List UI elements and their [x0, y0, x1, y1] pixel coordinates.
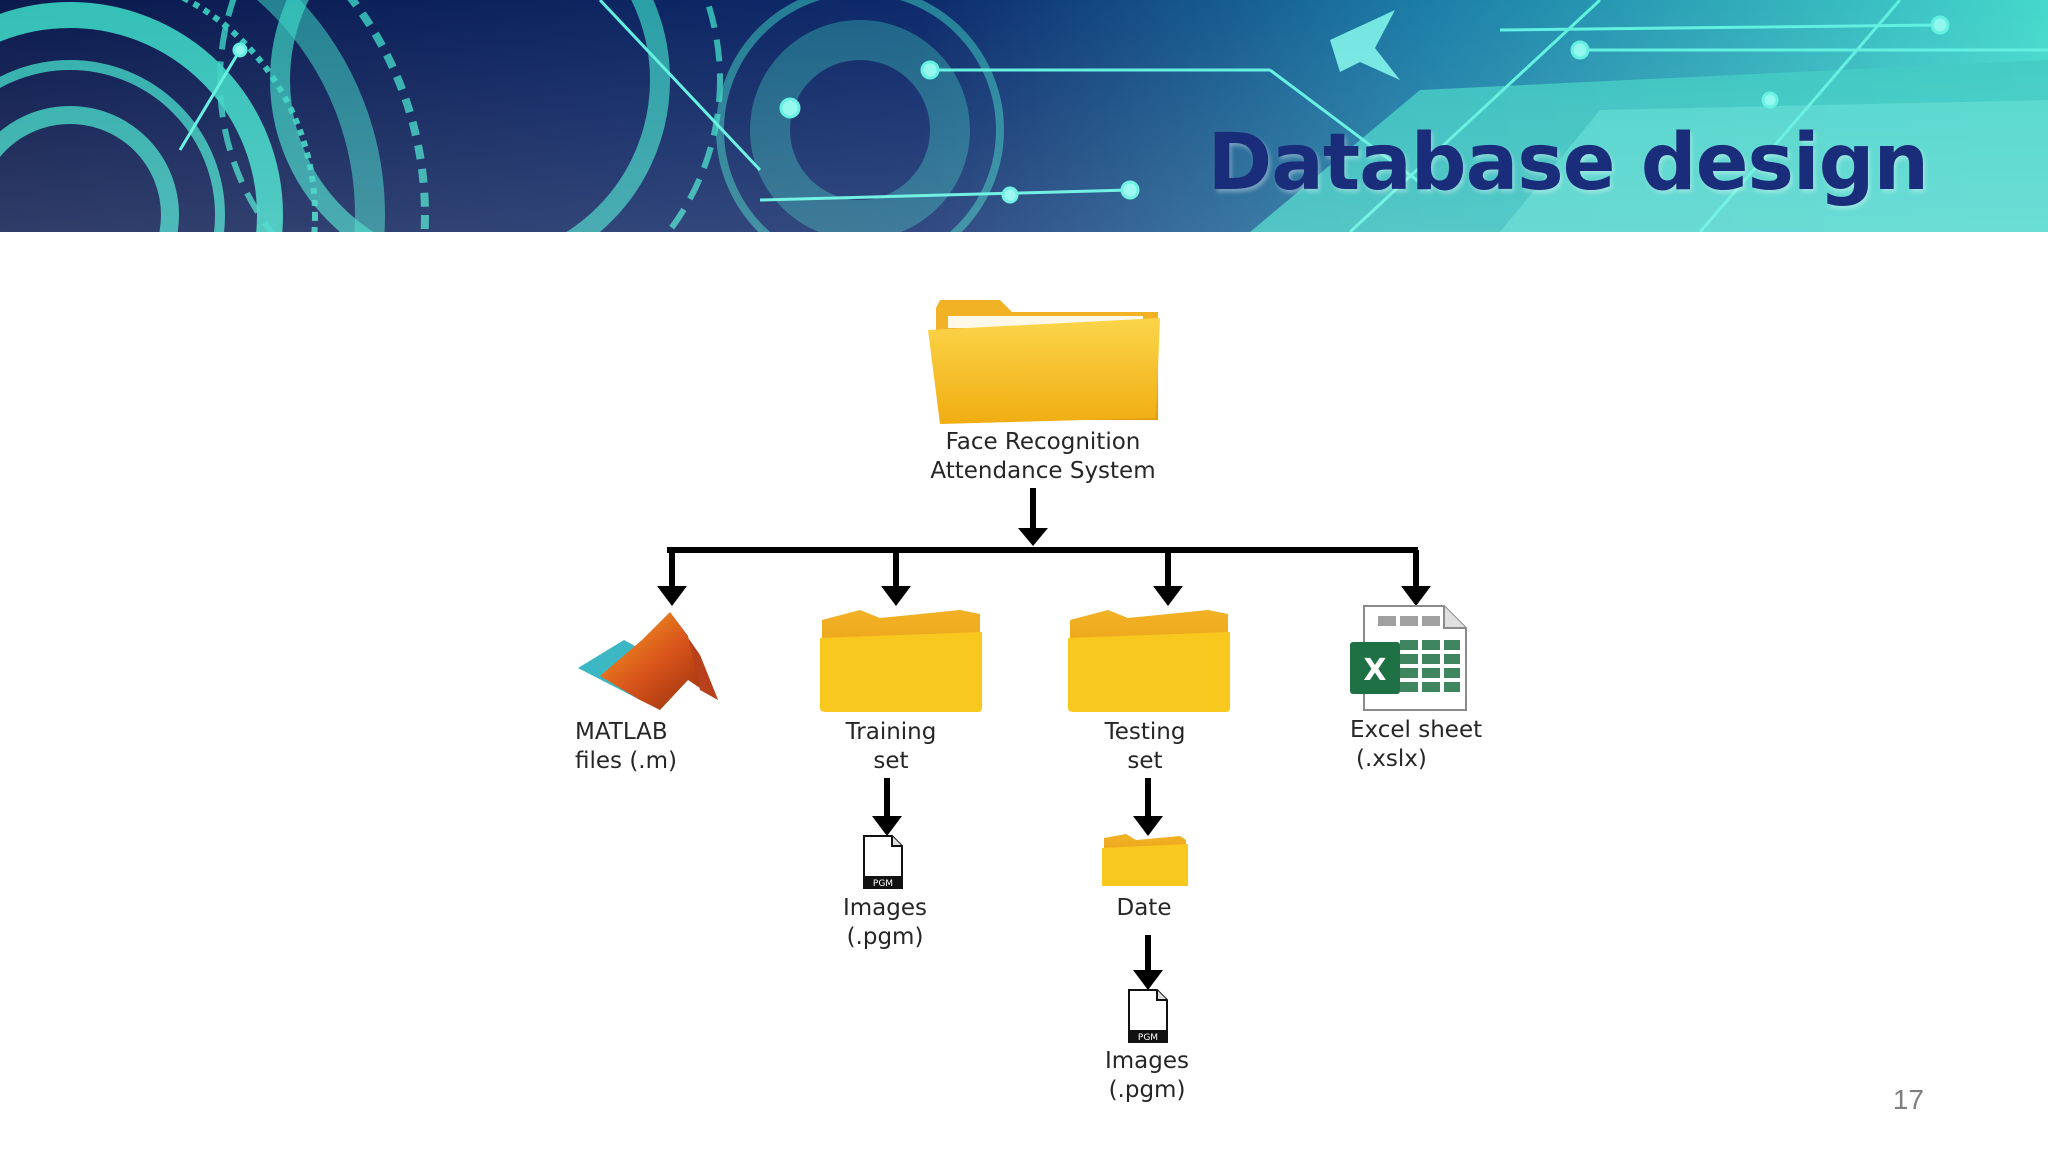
- date-label: Date: [1088, 894, 1200, 923]
- pgm-file-icon: [1128, 989, 1168, 1043]
- pgm-badge-training: PGM: [873, 879, 893, 889]
- pgm-badge-testing: PGM: [1138, 1033, 1158, 1043]
- training-set-label-line1: Training: [845, 719, 937, 745]
- matlab-label-line1: MATLAB: [575, 719, 668, 745]
- excel-file-icon: [1350, 605, 1467, 711]
- testing-images-label: Images (.pgm): [1072, 1047, 1222, 1105]
- matlab-label: MATLAB files (.m): [575, 718, 715, 776]
- testing-set-label-line1: Testing: [1104, 719, 1186, 745]
- slide-page-number: 17: [1892, 1084, 1924, 1115]
- date-label-text: Date: [1116, 895, 1172, 921]
- testing-set-label-line2: set: [1127, 748, 1163, 774]
- excel-label: Excel sheet (.xslx): [1350, 716, 1510, 774]
- testing-images-label-line2: (.pgm): [1108, 1077, 1186, 1103]
- folder-open-icon: [928, 300, 1160, 424]
- matlab-label-line2: files (.m): [575, 748, 677, 774]
- training-images-label: Images (.pgm): [810, 894, 960, 952]
- training-set-label: Training set: [811, 718, 971, 776]
- header-banner: [0, 0, 2048, 232]
- excel-badge-letter: X: [1363, 653, 1386, 688]
- root-label-line2: Attendance System: [930, 458, 1156, 484]
- training-images-label-line2: (.pgm): [846, 924, 924, 950]
- folder-icon: [1068, 610, 1230, 712]
- slide-title: Database design: [1207, 118, 1929, 208]
- folder-icon: [1102, 834, 1188, 886]
- matlab-logo-icon: [578, 612, 718, 710]
- excel-label-line2: (.xslx): [1356, 746, 1427, 772]
- root-label-line1: Face Recognition: [945, 429, 1141, 455]
- training-images-label-line1: Images: [842, 895, 927, 921]
- testing-images-label-line1: Images: [1104, 1048, 1189, 1074]
- training-set-label-line2: set: [873, 748, 909, 774]
- pgm-file-icon: [863, 835, 903, 889]
- root-label: Face Recognition Attendance System: [913, 428, 1173, 486]
- folder-icon: [820, 610, 982, 712]
- excel-label-line1: Excel sheet: [1350, 717, 1483, 743]
- testing-set-label: Testing set: [1065, 718, 1225, 776]
